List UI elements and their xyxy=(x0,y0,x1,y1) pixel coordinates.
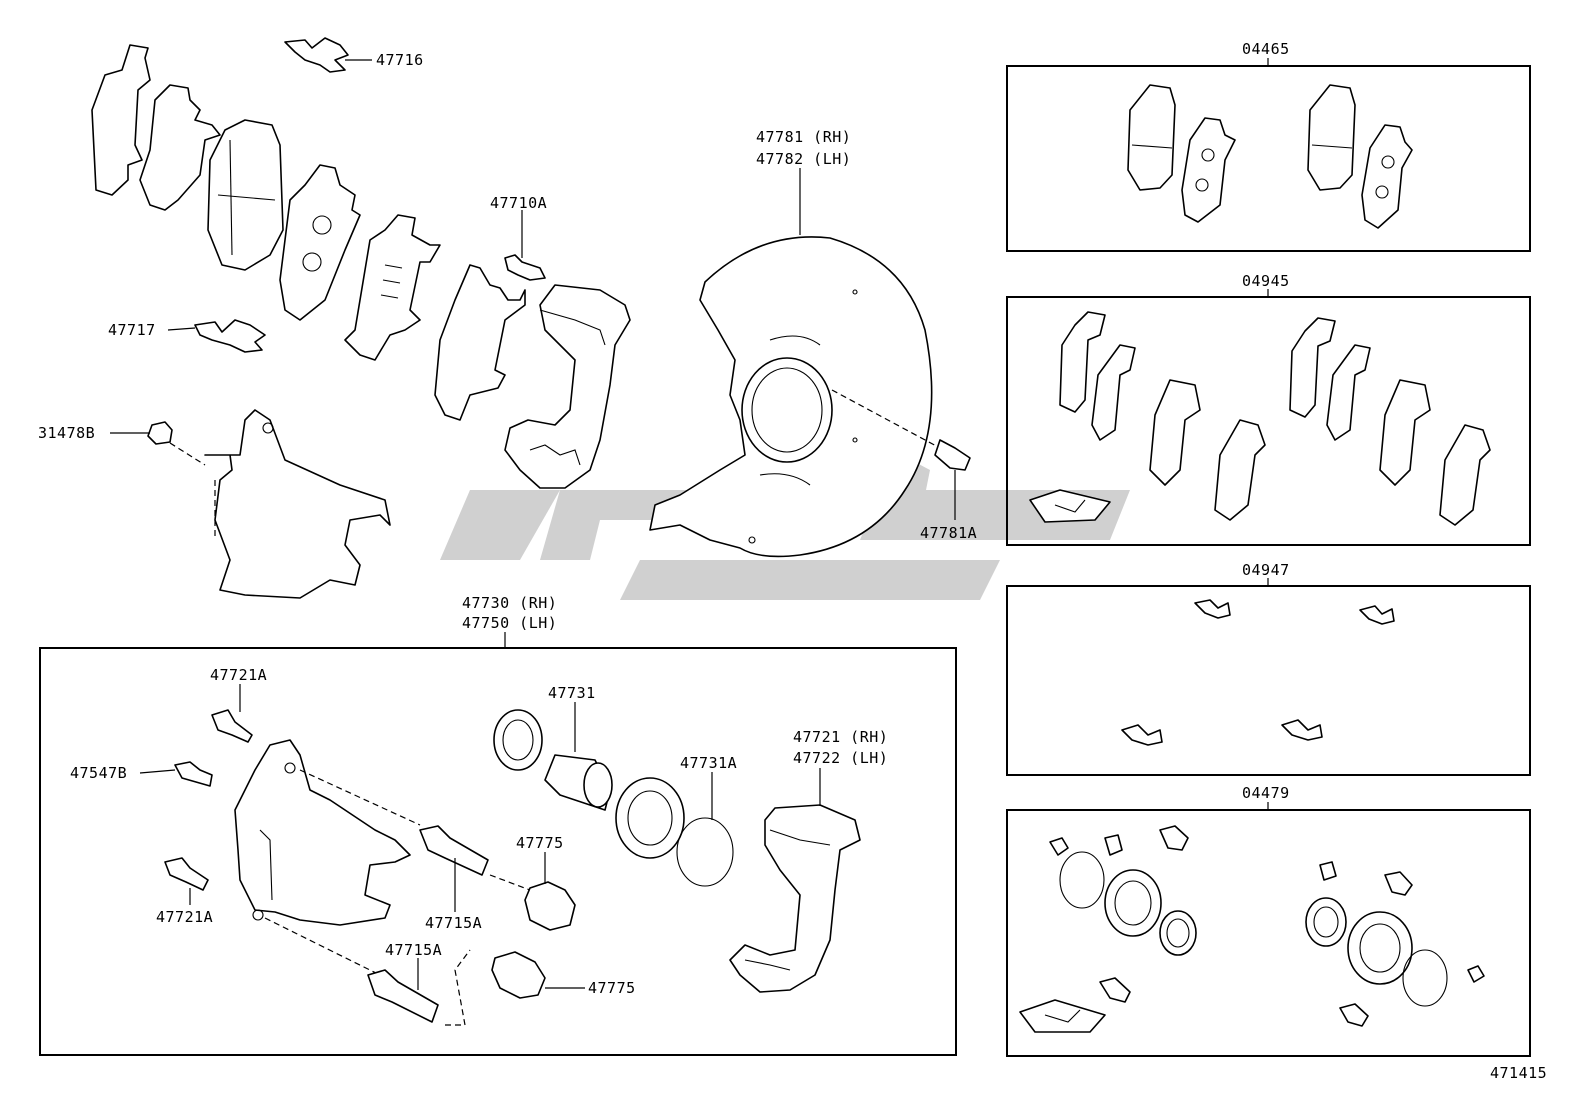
kit-box-04465 xyxy=(1006,65,1531,252)
kit-04465-pads-right xyxy=(1307,84,1413,229)
kit-04945-shims-left xyxy=(1059,311,1266,521)
slide-pin-47715A-low xyxy=(367,969,439,1023)
kit-label-04945: 04945 xyxy=(1242,272,1290,290)
kit-label-04465: 04465 xyxy=(1242,40,1290,58)
disc-brake-cylinder-mounting xyxy=(504,284,631,489)
dust-cover-bolt xyxy=(934,439,971,471)
brake-shim-outer xyxy=(91,44,151,196)
label-47716: 47716 xyxy=(376,51,424,69)
piston-boot xyxy=(615,777,685,859)
label-47781A: 47781A xyxy=(920,524,977,542)
brake-pad-inner xyxy=(279,164,361,321)
kit-04479-grease-packet xyxy=(1019,999,1106,1033)
label-47721-rh: 47721 (RH) xyxy=(793,728,888,746)
caliper-mounting-bolt xyxy=(504,254,546,281)
disc-brake-dust-cover xyxy=(649,236,933,558)
caliper-assembly-box xyxy=(39,647,957,1056)
bleeder-plug xyxy=(147,421,173,445)
anti-squeal-shim-b xyxy=(434,264,526,421)
label-47731A: 47731A xyxy=(680,754,737,772)
piston-47731 xyxy=(544,754,613,811)
bleeder-47547B xyxy=(174,761,213,787)
bush-47775-low xyxy=(491,951,546,999)
label-47710A: 47710A xyxy=(490,194,547,212)
label-47781-rh: 47781 (RH) xyxy=(756,128,851,146)
brake-shim-inner xyxy=(139,84,221,211)
cylinder-boot-ring xyxy=(493,709,543,771)
diagram-number: 471415 xyxy=(1490,1064,1547,1082)
kit-label-04479: 04479 xyxy=(1242,784,1290,802)
pad-support-plate-47716 xyxy=(284,37,349,73)
kit-04947-clips xyxy=(1121,599,1395,746)
label-47782-lh: 47782 (LH) xyxy=(756,150,851,168)
kit-04479-seals-right xyxy=(1305,861,1485,1027)
bolt-47721A-top xyxy=(211,709,253,743)
brake-pad-outer xyxy=(207,119,284,271)
kit-04465-pads-left xyxy=(1127,84,1236,223)
label-47730-rh: 47730 (RH) xyxy=(462,594,557,612)
label-47547B: 47547B xyxy=(70,764,127,782)
label-47775-mid: 47775 xyxy=(516,834,564,852)
label-47750-lh: 47750 (LH) xyxy=(462,614,557,632)
kit-04479-seals-left xyxy=(1049,825,1197,1003)
caliper-body xyxy=(234,739,411,926)
bolt-47721A-bottom xyxy=(164,857,209,891)
label-47775-low: 47775 xyxy=(588,979,636,997)
caliper-bracket-47721 xyxy=(729,804,861,993)
slide-pin-47715A-mid xyxy=(419,825,489,876)
label-47717: 47717 xyxy=(108,321,156,339)
piston-seal-47731A xyxy=(676,817,734,887)
label-47721A-top: 47721A xyxy=(210,666,267,684)
pad-support-plate-47717 xyxy=(194,319,266,353)
bush-47775-mid xyxy=(524,881,576,931)
leader-lines xyxy=(110,58,1269,990)
label-31478B: 31478B xyxy=(38,424,95,442)
kit-label-04947: 04947 xyxy=(1242,561,1290,579)
label-47731: 47731 xyxy=(548,684,596,702)
label-47721A-bottom: 47721A xyxy=(156,908,213,926)
caliper-dashed-outline xyxy=(204,409,391,599)
label-47722-lh: 47722 (LH) xyxy=(793,749,888,767)
kit-04945-grease-packet xyxy=(1029,489,1111,523)
anti-squeal-shim-a xyxy=(344,214,441,361)
kit-04945-shims-right xyxy=(1289,317,1491,526)
label-47715A-mid: 47715A xyxy=(425,914,482,932)
label-47715A-low: 47715A xyxy=(385,941,442,959)
kit-box-04947 xyxy=(1006,585,1531,776)
